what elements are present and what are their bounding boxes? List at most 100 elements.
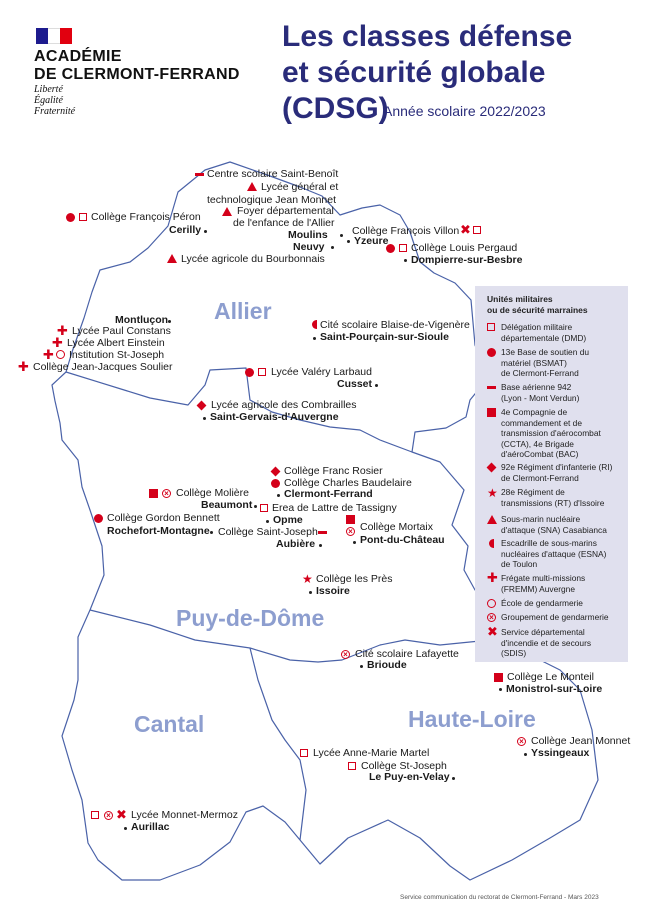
filled-square-icon [487, 408, 496, 417]
city-point [203, 417, 206, 420]
fremm-cross-icon: ✚ [43, 347, 54, 362]
bsmat-icon [66, 213, 75, 222]
dmd-icon [473, 226, 481, 234]
city-saint-pourcain: Saint-Pourçain-sur-Sioule [320, 331, 449, 343]
label-villon: Collège François Villon [352, 225, 460, 237]
outer-boundary [51, 161, 599, 881]
title-acronym: (CDSG) [282, 92, 389, 125]
dmd-icon [79, 213, 87, 221]
dash-icon [487, 386, 496, 389]
city-point [524, 753, 527, 756]
dmd-icon [260, 504, 268, 512]
air-base-icon [318, 531, 327, 534]
diamond-icon [486, 462, 497, 473]
title-line-2: et sécurité globale [282, 56, 546, 89]
label-lafayette: Cité scolaire Lafayette [355, 648, 459, 660]
label-monteil: Collège Le Monteil [507, 671, 594, 683]
city-brioude: Brioude [367, 659, 407, 671]
city-yzeure: Yzeure [354, 235, 389, 247]
dmd-icon [300, 749, 308, 757]
school-year: Année scolaire 2022/2023 [383, 103, 546, 119]
gendarmerie-group-icon: × [104, 811, 113, 820]
city-point [340, 234, 343, 237]
sdis-x-icon: ✖ [116, 807, 127, 822]
submarine-sna-icon [222, 207, 232, 216]
bsmat-icon [245, 368, 254, 377]
label-einstein: Lycée Albert Einstein [67, 337, 165, 349]
puy-de-dome-border [89, 609, 491, 663]
dept-haute-loire: Haute-Loire [408, 706, 536, 732]
allier-border [65, 367, 413, 453]
fremm-cross-icon: ✚ [18, 359, 29, 374]
city-point [124, 827, 127, 830]
label-martel: Lycée Anne-Marie Martel [313, 747, 430, 759]
city-point [313, 337, 316, 340]
label-mermoz: Lycée Monnet-Mermoz [131, 809, 238, 821]
city-point [319, 544, 322, 547]
legend-item-sdis: ✖Service départemental d'incendie et de … [487, 624, 592, 658]
label-baudelaire: Collège Charles Baudelaire [284, 477, 412, 489]
city-montlucon: Montluçon [115, 314, 169, 326]
circle-x-icon: × [487, 613, 496, 622]
submarine-sna-icon [247, 182, 257, 191]
city-point [452, 777, 455, 780]
gendarmerie-group-icon: × [517, 737, 526, 746]
gendarmerie-group-icon: × [341, 650, 350, 659]
fremm-cross-icon: ✚ [52, 335, 63, 350]
city-point [309, 591, 312, 594]
ccta-square-icon [149, 489, 158, 498]
label-peron: Collège François Péron [91, 211, 201, 223]
label-st-joseph-col: Collège Saint-Joseph [218, 526, 318, 538]
label-jean-monnet-1: Lycée général et [261, 181, 339, 193]
dmd-icon [348, 762, 356, 770]
city-point [353, 541, 356, 544]
star-icon: ★ [487, 486, 498, 500]
open-circle-icon [487, 599, 496, 608]
title-line-1: Les classes défense [282, 20, 573, 53]
legend-panel: Unités militaires ou de sécurité marrain… [475, 286, 628, 662]
legend-item-esna: Escadrille de sous-marins nucléaires d'a… [487, 538, 622, 570]
label-soulier: Collège Jean-Jacques Soulier [33, 361, 173, 373]
legend-item-gendarmerie-group: ×Groupement de gendarmerie [487, 612, 622, 623]
label-pres: Collège les Près [316, 573, 393, 585]
city-dompierre: Dompierre-sur-Besbre [411, 254, 523, 266]
city-opme: Opme [273, 514, 303, 526]
legend-item-gendarmerie-school: École de gendarmerie [487, 598, 622, 609]
label-jean-monnet-col: Collège Jean Monnet [531, 735, 631, 747]
legend-item-ccta: 4e Compagnie de commandement et de trans… [487, 407, 622, 460]
label-larbaud: Lycée Valéry Larbaud [271, 366, 372, 378]
label-constans: Lycée Paul Constans [72, 325, 171, 337]
city-point [204, 230, 207, 233]
legend-item-fremm: ✚Frégate multi-missions (FREMM) Auvergne [487, 570, 586, 594]
city-aubiere: Aubière [276, 538, 316, 550]
triangle-icon [487, 515, 497, 524]
esna-half-circle-icon [312, 320, 317, 329]
footer-credit: Service communication du rectorat de Cle… [400, 894, 599, 901]
dept-cantal: Cantal [134, 711, 205, 737]
city-point [266, 520, 269, 523]
label-st-joseph-inst: Institution St-Joseph [69, 349, 165, 361]
fremm-cross-icon: ✚ [57, 323, 68, 338]
gendarmerie-school-icon [56, 350, 65, 359]
label-combrailles: Lycée agricole des Combrailles [211, 399, 357, 411]
label-erea: Erea de Lattre de Tassigny [272, 502, 397, 514]
dept-puy-de-dome: Puy-de-Dôme [176, 605, 325, 631]
bsmat-icon [386, 244, 395, 253]
filled-circle-icon [487, 348, 496, 357]
label-bennett: Collège Gordon Bennett [107, 512, 220, 524]
sdis-x-icon: ✖ [460, 222, 471, 237]
label-foyer-2: de l'enfance de l'Allier [233, 217, 335, 229]
legend-item-92ri: 92e Régiment d'infanterie (RI) de Clermo… [486, 462, 622, 483]
legend-item-air-base: Base aérienne 942 (Lyon - Mont Verdun) [487, 382, 622, 403]
gendarmerie-group-icon: × [346, 527, 355, 536]
label-jean-monnet-2: technologique Jean Monnet [207, 194, 337, 206]
bsmat-icon [271, 479, 280, 488]
half-circle-icon [489, 539, 494, 548]
label-st-joseph-puy: Collège St-Joseph [361, 760, 447, 772]
city-cerilly: Cerilly [169, 224, 202, 236]
ccta-square-icon [494, 673, 503, 682]
city-point [404, 259, 407, 262]
label-moliere: Collège Molière [176, 487, 249, 499]
city-moulins: Moulins [288, 229, 328, 241]
